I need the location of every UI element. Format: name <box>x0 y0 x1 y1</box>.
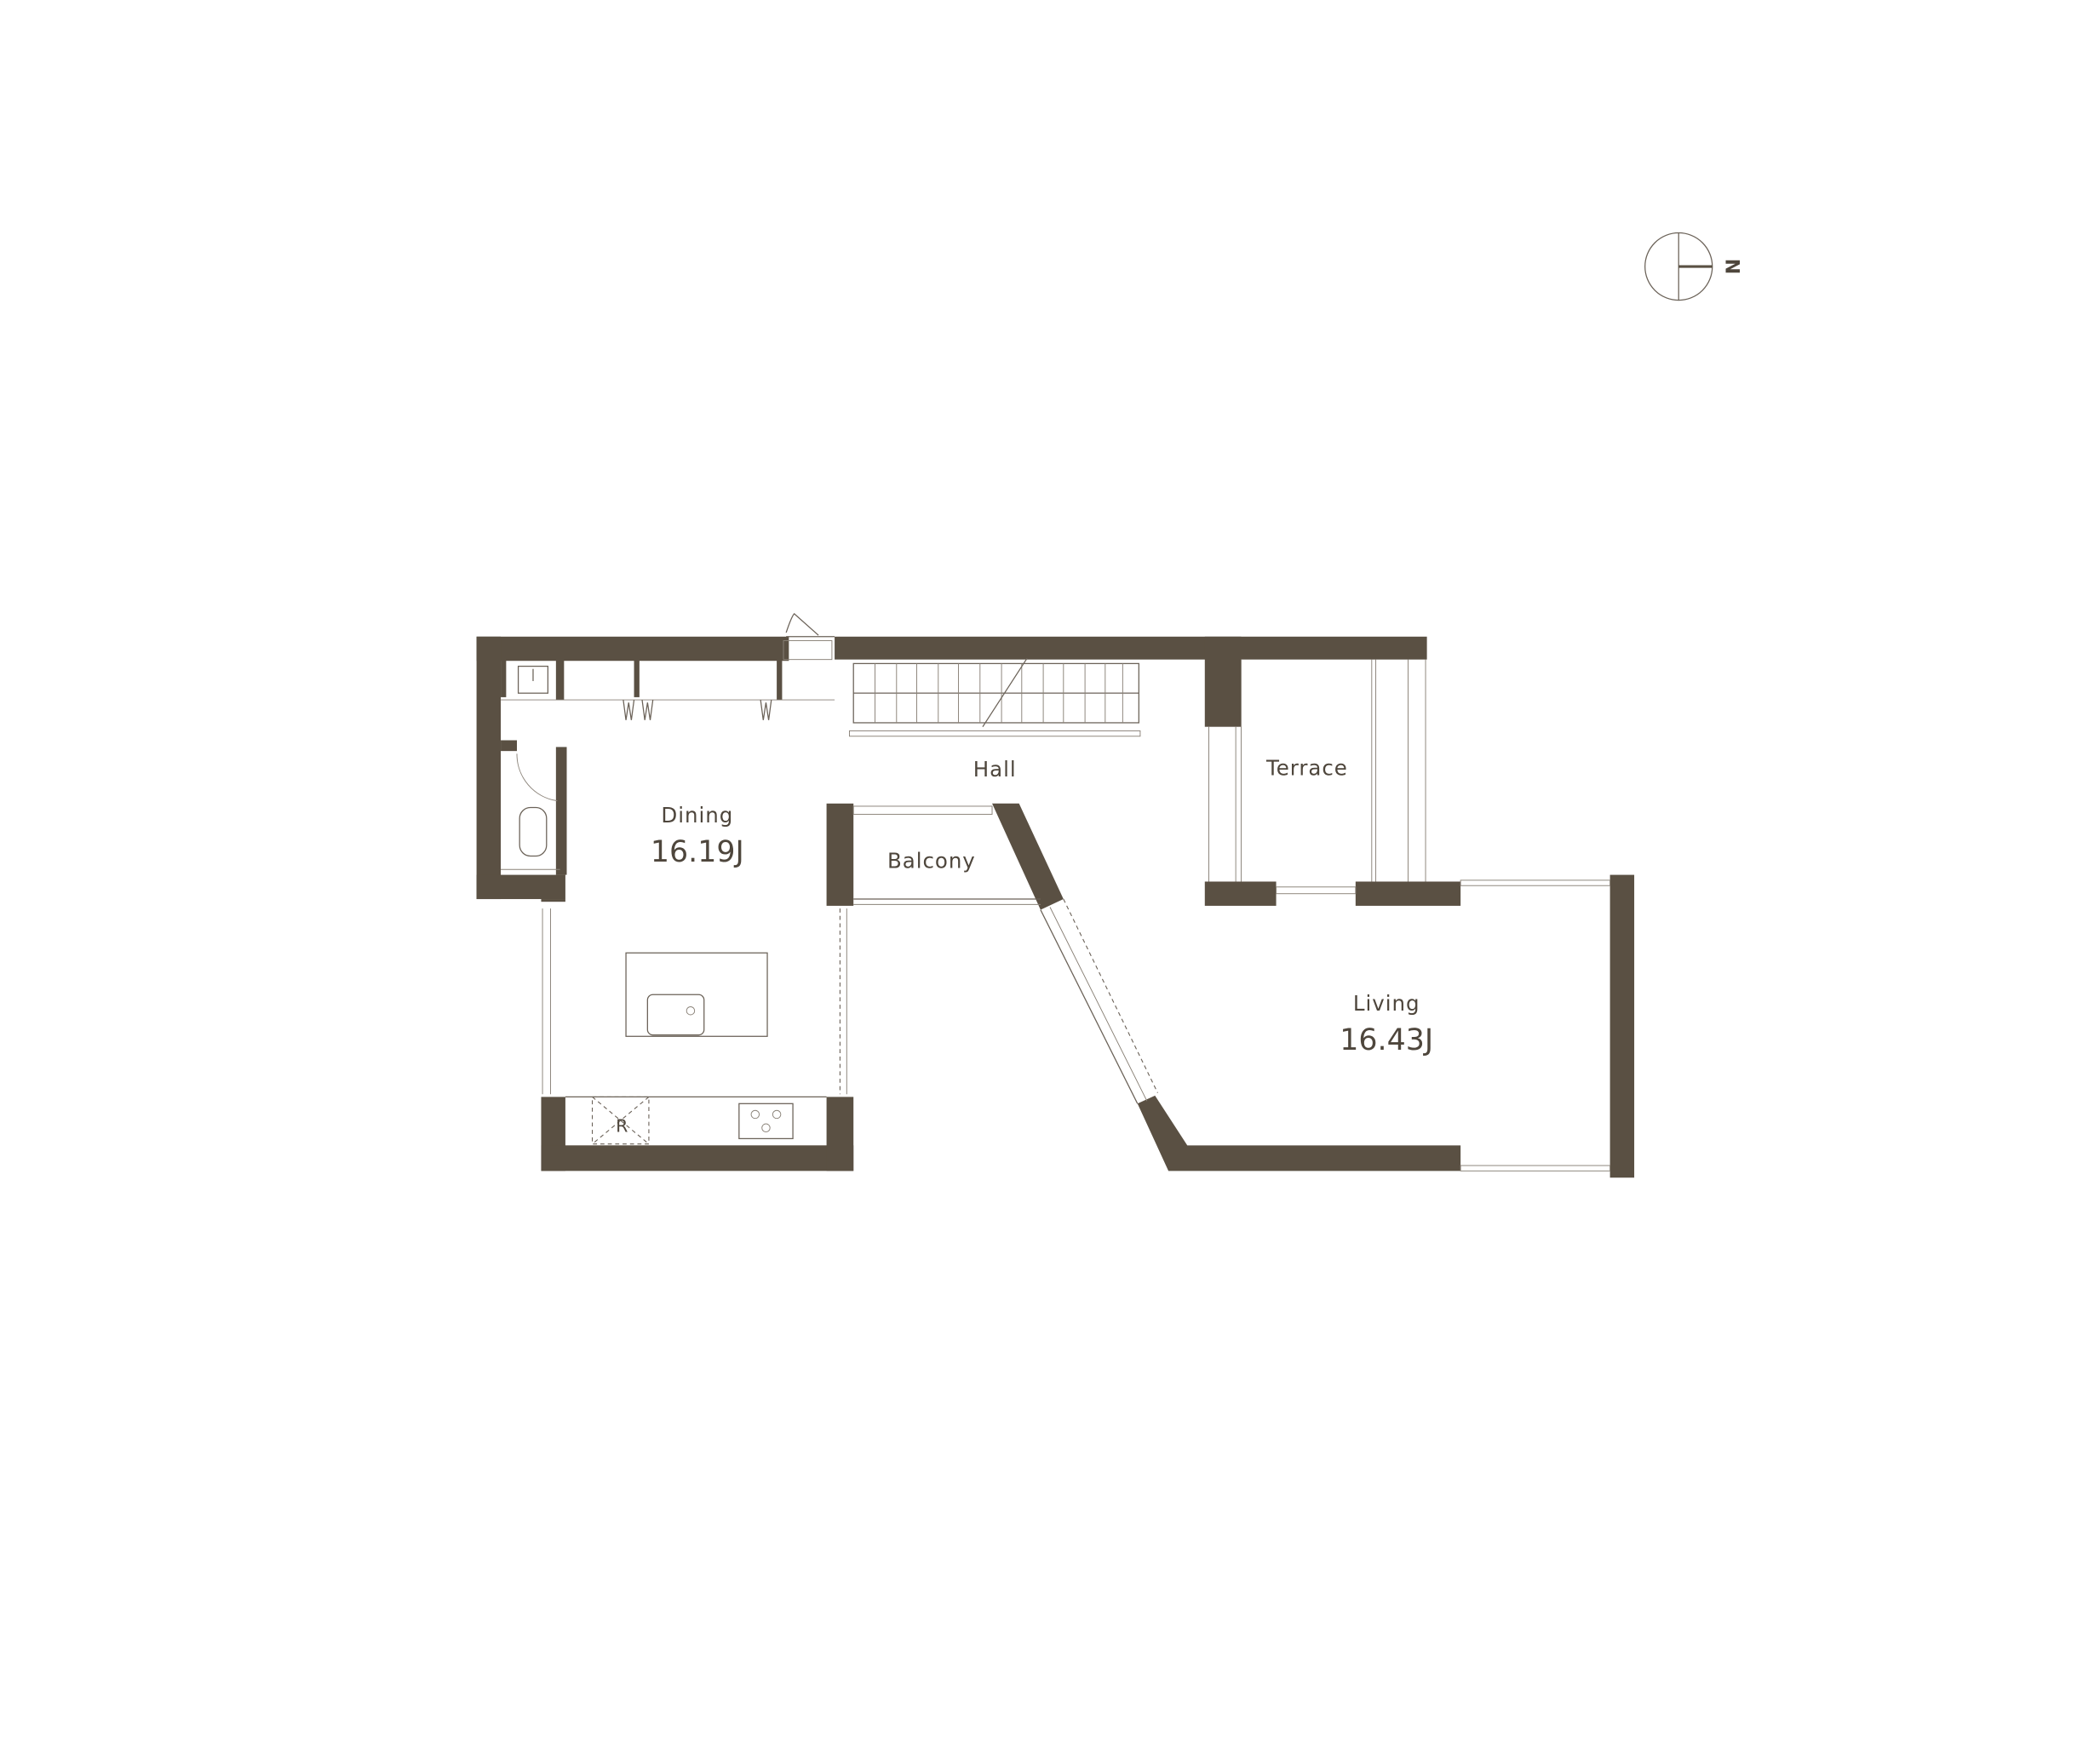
room-label-living: Living <box>1353 991 1420 1016</box>
compass-north-label: N <box>1721 259 1743 275</box>
staircase <box>848 657 1141 737</box>
fridge-label: R <box>616 1116 628 1137</box>
room-label-balcony: Balcony <box>887 849 976 874</box>
room-area-living: 16.43J <box>1340 1023 1433 1057</box>
room-label-terrace: Terrace <box>1265 756 1348 781</box>
room-label-hall: Hall <box>973 757 1017 782</box>
north-compass-icon: N <box>1644 232 1743 301</box>
walls <box>476 636 1635 1178</box>
room-area-dining: 16.19J <box>651 835 744 869</box>
room-label-dining: Dining <box>661 803 733 828</box>
fixtures <box>501 613 1611 1171</box>
